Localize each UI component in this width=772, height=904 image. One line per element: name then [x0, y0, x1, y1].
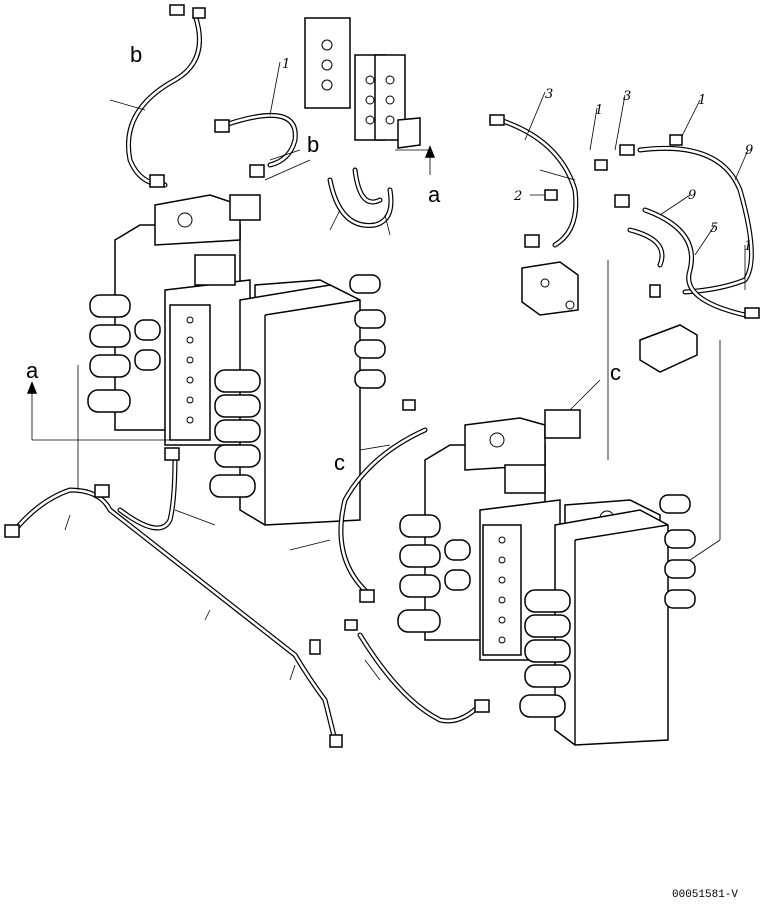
- hose-lower-left: [117, 452, 178, 531]
- fittings: [4, 4, 760, 748]
- part-number-3: 3: [545, 87, 553, 102]
- callout-b-mid: b: [307, 132, 319, 157]
- left-control-valve: [87, 194, 386, 526]
- solenoid-stack-left: [87, 294, 161, 413]
- callout-b-top: b: [130, 42, 142, 67]
- callout-a-top: a: [428, 182, 441, 207]
- hose-b-long: [126, 12, 202, 188]
- drawing-code: 00051581-V: [672, 889, 738, 901]
- right-control-valve: [397, 409, 696, 746]
- hose-c-left: [338, 427, 428, 598]
- tube-long-bottom-left: [12, 487, 338, 743]
- part-number-2: 2: [513, 189, 522, 204]
- hose-9-right: [637, 145, 754, 295]
- part-number-3: 3: [623, 89, 631, 104]
- solenoid-stack-right-front: [519, 494, 696, 718]
- solenoid-valve-block-right: [521, 261, 698, 373]
- solenoid-stack-front: [209, 274, 386, 498]
- part-number-9: 9: [745, 143, 753, 158]
- solenoid-stack-right-side: [397, 514, 471, 633]
- callout-c-left: c: [334, 450, 345, 475]
- hose-1-top-left: [222, 112, 298, 168]
- part-number-labels: 1 3 1 3 1 9 2 9 5 1: [282, 57, 753, 254]
- callout-c-right: c: [610, 360, 621, 385]
- part-number-1: 1: [744, 239, 752, 254]
- part-number-1: 1: [282, 57, 290, 72]
- part-number-1: 1: [595, 103, 603, 118]
- callout-a-left: a: [26, 358, 39, 383]
- part-number-5: 5: [710, 221, 718, 236]
- part-number-9: 9: [688, 188, 696, 203]
- part-number-1: 1: [698, 93, 706, 108]
- hose-3-right: [497, 117, 579, 248]
- leader-lines: [26, 61, 749, 681]
- callout-letters: a a b b c c: [26, 42, 621, 475]
- hose-5-right: [627, 207, 748, 318]
- hose-bottom-center: [357, 632, 483, 724]
- solenoid-valve-manifold-top: [304, 17, 421, 149]
- hose-center-top: [327, 167, 394, 228]
